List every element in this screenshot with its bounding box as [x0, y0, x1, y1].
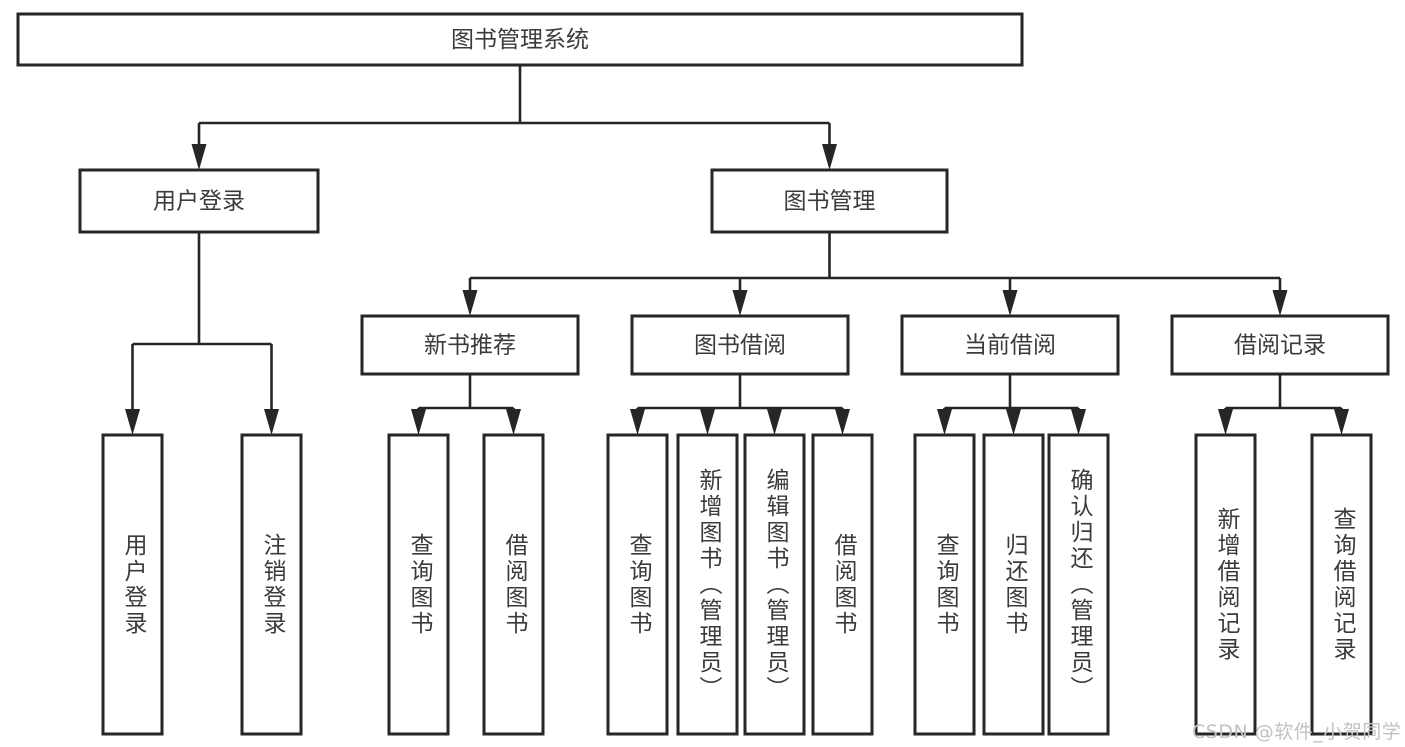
connectors-layer	[125, 65, 1349, 435]
node-box-leaf-add-book	[676, 433, 739, 736]
node-box-user-login	[78, 168, 320, 234]
arrowhead-icon	[700, 409, 715, 435]
node-box-leaf-logout	[240, 433, 303, 736]
arrowhead-icon	[1218, 409, 1233, 435]
node-box-leaf-confirm-return	[1047, 433, 1110, 736]
arrowhead-icon	[630, 409, 645, 435]
node-box-root	[16, 12, 1024, 67]
node-box-leaf-query-record	[1310, 433, 1373, 736]
arrowhead-icon	[1002, 290, 1018, 316]
arrowhead-icon	[1334, 409, 1349, 435]
arrowhead-icon	[835, 409, 850, 435]
arrowhead-icon	[191, 144, 207, 170]
node-label-user-login: 用户登录	[153, 189, 245, 215]
arrowhead-icon	[1272, 290, 1288, 316]
node-label-book-manage: 图书管理	[784, 189, 876, 215]
arrowhead-icon	[1071, 409, 1086, 435]
arrowhead-icon	[264, 409, 279, 435]
node-label-borrow-record: 借阅记录	[1234, 333, 1326, 359]
arrowhead-icon	[822, 144, 837, 170]
node-box-new-book-rec	[360, 314, 580, 376]
node-box-leaf-add-record	[1194, 433, 1257, 736]
arrowhead-icon	[506, 409, 521, 435]
node-box-borrow-record	[1170, 314, 1390, 376]
arrowhead-icon	[125, 409, 140, 435]
arrowhead-icon	[767, 409, 782, 435]
node-box-current-borrow	[900, 314, 1120, 376]
boxes-layer	[16, 12, 1390, 736]
node-box-leaf-query-book-3	[913, 433, 976, 736]
node-label-new-book-rec: 新书推荐	[424, 333, 516, 359]
node-label-root: 图书管理系统	[451, 27, 589, 53]
arrowhead-icon	[411, 409, 426, 435]
node-box-leaf-return-book	[982, 433, 1045, 736]
csdn-watermark: CSDN @软件_小贺同学	[1192, 721, 1402, 743]
arrowhead-icon	[462, 290, 478, 316]
node-box-book-manage	[710, 168, 949, 234]
node-label-book-borrow: 图书借阅	[694, 333, 786, 359]
arrowhead-icon	[937, 409, 952, 435]
node-box-leaf-borrow-book-1	[482, 433, 545, 736]
node-box-leaf-user-login	[101, 433, 164, 736]
node-box-leaf-edit-book	[743, 433, 806, 736]
node-box-leaf-query-book-1	[387, 433, 450, 736]
node-box-leaf-query-book-2	[606, 433, 669, 736]
node-box-book-borrow	[630, 314, 850, 376]
arrowhead-icon	[1006, 409, 1021, 435]
node-label-current-borrow: 当前借阅	[964, 333, 1056, 359]
node-box-leaf-borrow-book-2	[811, 433, 874, 736]
arrowhead-icon	[732, 290, 748, 316]
